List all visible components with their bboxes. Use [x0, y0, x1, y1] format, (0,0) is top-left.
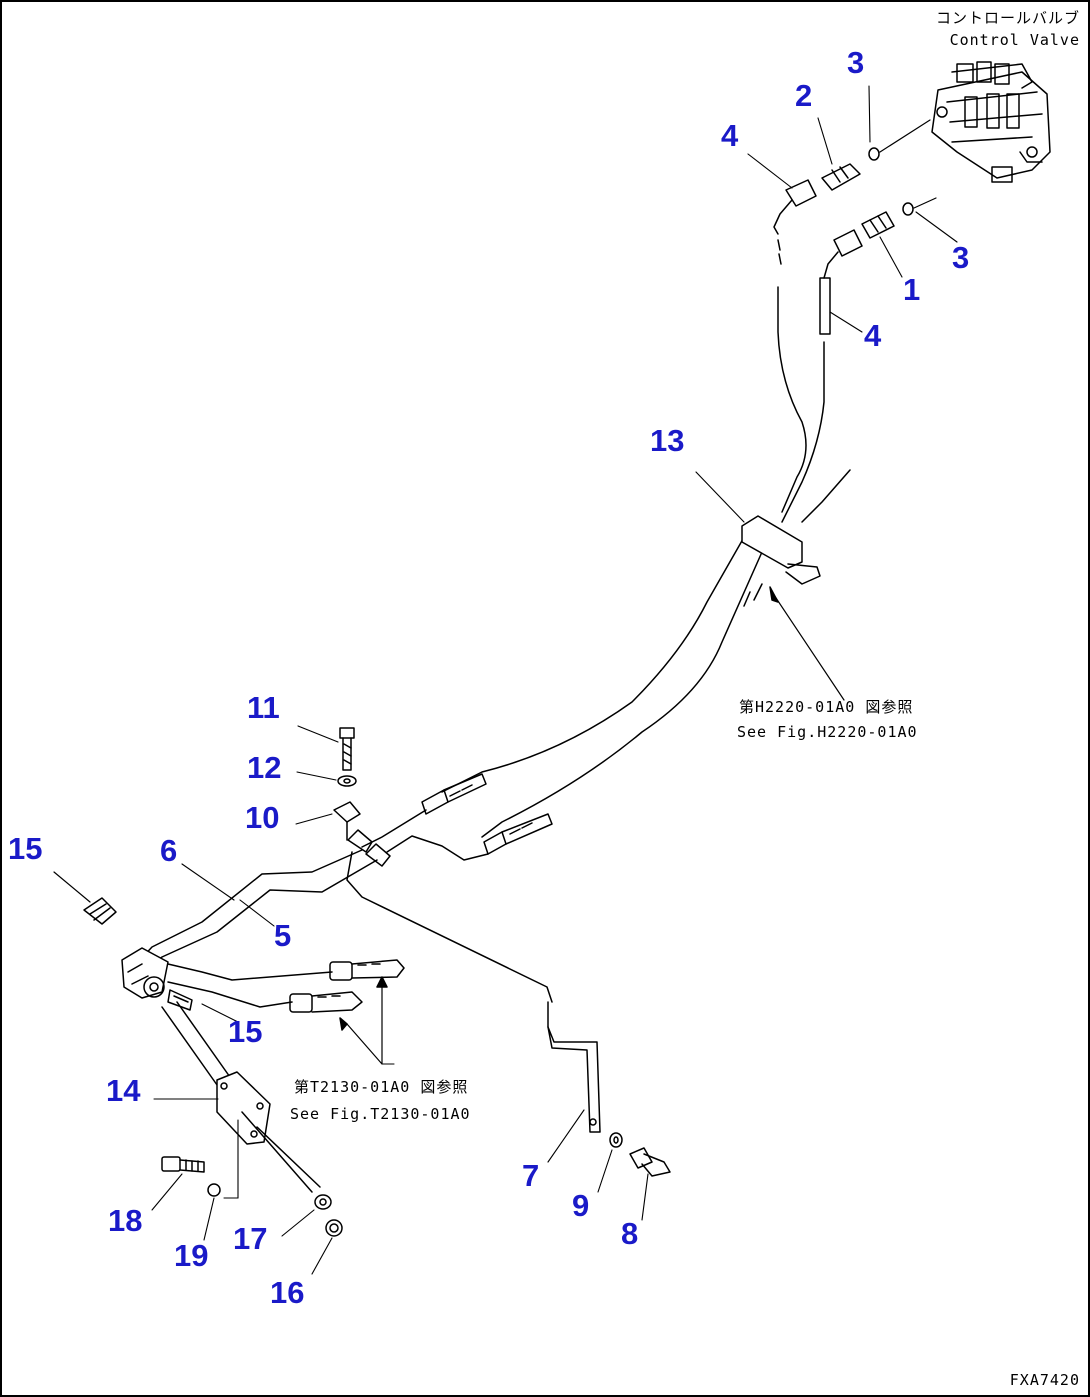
- leader-lines: [151, 85, 958, 1275]
- junction-block-icon: [121, 947, 333, 1008]
- callout-5: 5: [274, 918, 292, 953]
- callout-17: 17: [233, 1221, 268, 1256]
- lower-fitting-assembly: [819, 197, 937, 335]
- control-valve-label-en: Control Valve: [949, 31, 1080, 49]
- callout-1: 1: [903, 272, 921, 307]
- control-valve-label-jp: コントロールバルブ: [935, 9, 1080, 27]
- pipes-5-6: [139, 829, 553, 1003]
- callout-4-lower: 4: [864, 318, 882, 353]
- clamp-15-icon: [53, 871, 193, 1011]
- clamp-bolt-assembly: [333, 727, 361, 841]
- callout-8: 8: [621, 1216, 639, 1251]
- bolt-18-washer-19: [161, 1156, 221, 1197]
- bracket-13-icon: [741, 515, 821, 607]
- reference-h2220-en: See Fig.H2220-01A0: [737, 723, 918, 741]
- control-valve-icon: [931, 61, 1051, 183]
- callout-19: 19: [174, 1238, 209, 1273]
- callout-4-upper: 4: [721, 118, 739, 153]
- stay-14-icon: [161, 1001, 343, 1237]
- callout-7: 7: [522, 1158, 540, 1193]
- callout-2: 2: [795, 78, 813, 113]
- callout-16: 16: [270, 1275, 305, 1310]
- bracket-7-icon: [547, 1001, 671, 1177]
- reference-h2220-jp: 第H2220-01A0 図参照: [739, 698, 914, 716]
- callout-6: 6: [160, 833, 178, 868]
- reference-t2130-jp: 第T2130-01A0 図参照: [294, 1078, 469, 1096]
- callout-15-right: 15: [228, 1014, 263, 1049]
- callout-15-left: 15: [8, 831, 43, 866]
- upper-fitting-assembly: [773, 119, 931, 265]
- callout-9: 9: [572, 1188, 590, 1223]
- callout-11: 11: [247, 690, 280, 725]
- callout-14: 14: [106, 1073, 141, 1108]
- callout-13: 13: [650, 423, 685, 458]
- callout-12: 12: [247, 750, 282, 785]
- callout-3-upper: 3: [847, 45, 865, 80]
- callout-18: 18: [108, 1203, 143, 1238]
- upper-hoses: [441, 286, 851, 838]
- callout-3-lower: 3: [952, 240, 970, 275]
- callout-10: 10: [245, 800, 280, 835]
- reference-t2130-en: See Fig.T2130-01A0: [290, 1105, 471, 1123]
- hose-couplings: [361, 773, 553, 861]
- diagram-code: FXA7420: [1009, 1370, 1080, 1389]
